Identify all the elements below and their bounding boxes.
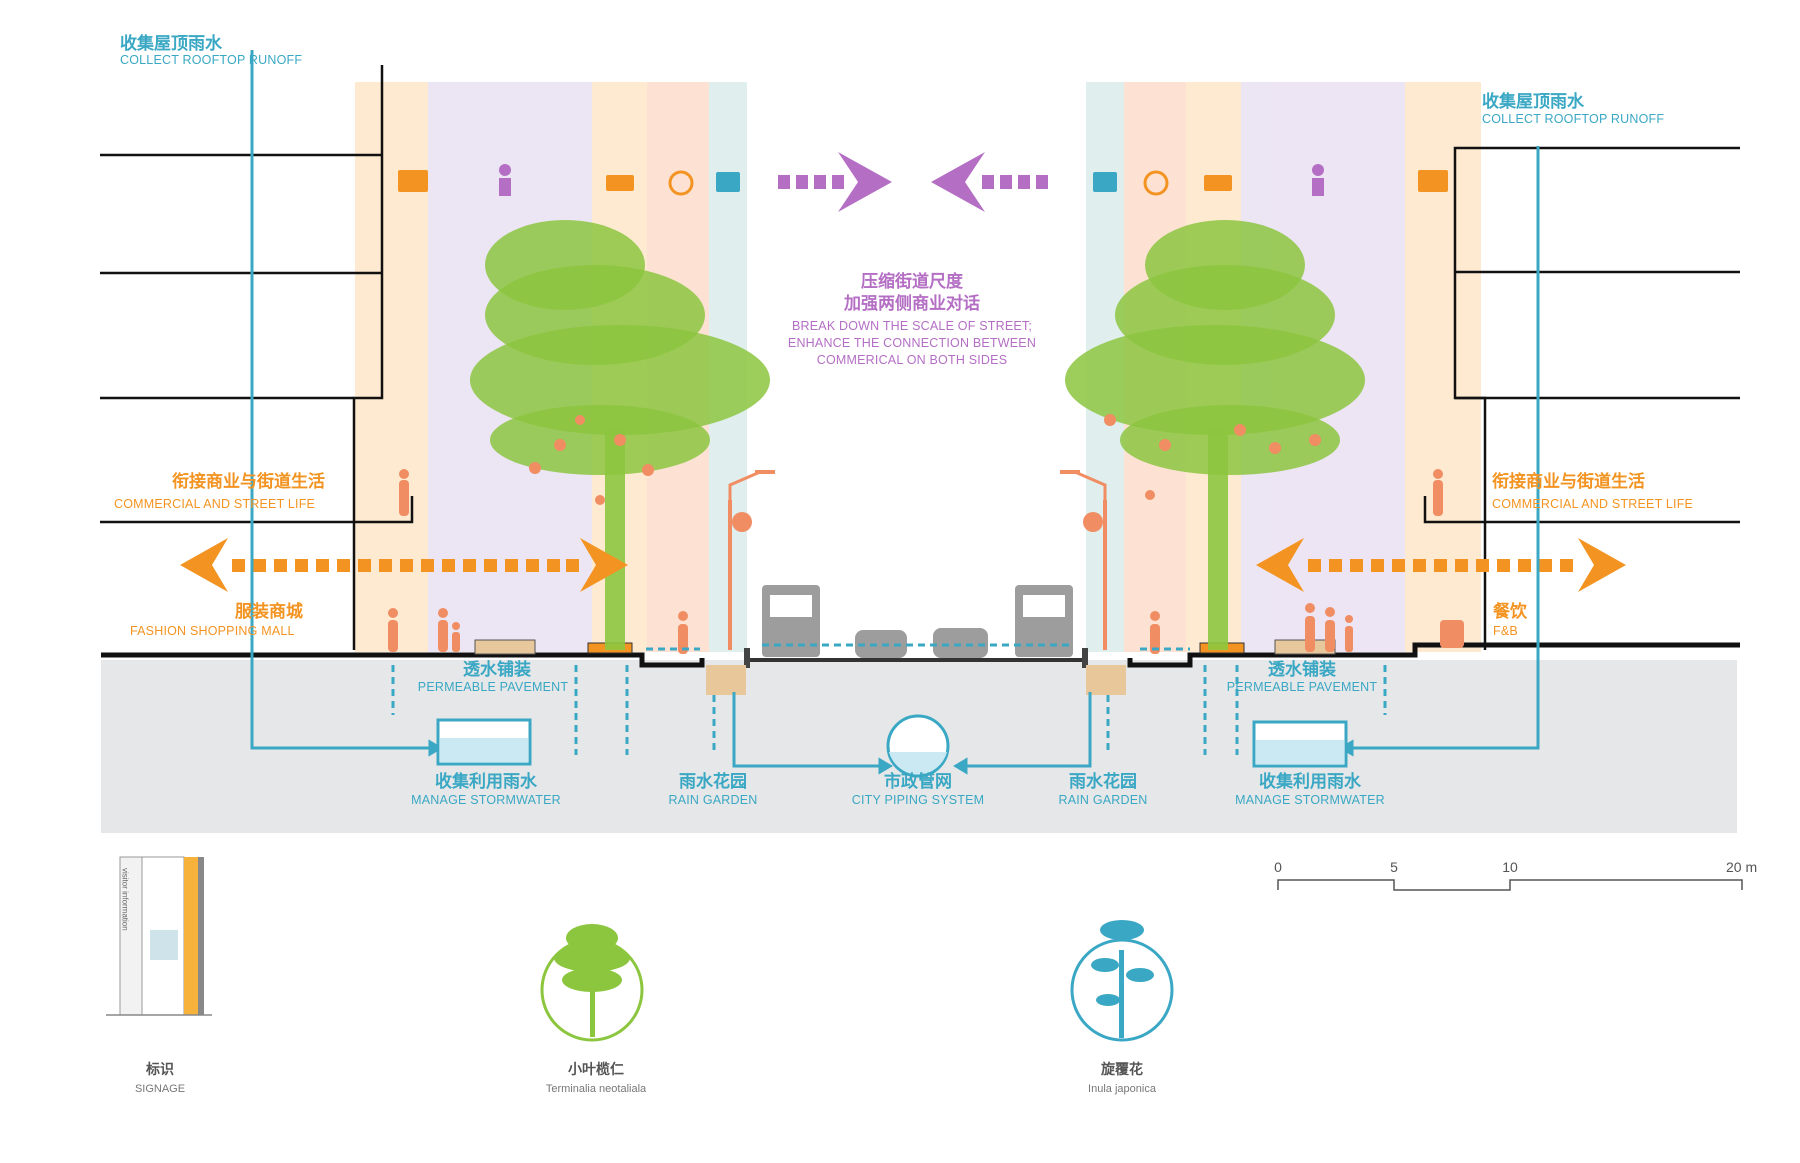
- purple-arrows: [778, 152, 1048, 212]
- storm-right-en: MANAGE STORMWATER: [1235, 793, 1385, 807]
- scale-tick-10: 10: [1502, 859, 1518, 875]
- center-cn-2: 加强两侧商业对话: [844, 294, 980, 314]
- rain-left-cn: 雨水花园: [679, 772, 747, 792]
- legend-tree-en: Terminalia neotaliala: [545, 1083, 647, 1095]
- rain-right-en: RAIN GARDEN: [1058, 793, 1148, 807]
- rain-garden-pit-right: [1086, 665, 1126, 695]
- rain-right-cn: 雨水花园: [1069, 772, 1137, 792]
- pedestrians: [388, 469, 1464, 654]
- storm-left-en: MANAGE STORMWATER: [411, 793, 561, 807]
- fnb-cn: 餐饮: [1493, 602, 1527, 622]
- fashion-cn: 服装商城: [235, 602, 303, 622]
- commercial-left-en: COMMERCIAL AND STREET LIFE: [114, 497, 316, 511]
- planter-left-1: [474, 639, 536, 655]
- rain-garden-pit-left: [706, 665, 746, 695]
- legend-flower-cn: 旋覆花: [1101, 1062, 1143, 1078]
- city-pipe: [886, 714, 950, 778]
- tree-fruits: [529, 414, 1321, 505]
- commercial-right-en: COMMERCIAL AND STREET LIFE: [1492, 497, 1694, 511]
- zone-icons: [398, 164, 1448, 196]
- tree-icon: [540, 924, 644, 1042]
- commercial-left-cn: 衔接商业与街道生活: [172, 472, 325, 492]
- storm-tank-right: [1252, 720, 1348, 768]
- ground-surface: [101, 642, 1740, 668]
- street-lamp-right: [1060, 470, 1107, 650]
- scale-tick-5: 5: [1390, 859, 1398, 875]
- commercial-right-cn: 衔接商业与街道生活: [1492, 472, 1645, 492]
- storm-left-cn: 收集利用雨水: [435, 772, 537, 792]
- curb-left: [744, 648, 750, 668]
- street-lamp-left: [728, 470, 775, 650]
- roof-right-cn: 收集屋顶雨水: [1482, 92, 1584, 112]
- signage-vertical-text: visitor information: [120, 868, 130, 931]
- storm-tank-left: [436, 718, 532, 766]
- infiltration-arrows: [391, 643, 1387, 755]
- scale-bar: [1277, 879, 1743, 891]
- pave-right-cn: 透水铺装: [1268, 660, 1336, 680]
- roof-right-en: COLLECT ROOFTOP RUNOFF: [1482, 112, 1665, 126]
- center-en-3: COMMERICAL ON BOTH SIDES: [816, 353, 1008, 367]
- legend-flower-en: Inula japonica: [1088, 1083, 1156, 1095]
- center-cn-1: 压缩街道尺度: [861, 272, 963, 292]
- legend-tree-cn: 小叶榄仁: [568, 1062, 624, 1078]
- flower-icon: [1070, 920, 1174, 1042]
- city-en: CITY PIPING SYSTEM: [851, 793, 985, 807]
- roof-left-en: COLLECT ROOFTOP RUNOFF: [120, 53, 303, 67]
- city-cn: 市政管网: [884, 772, 952, 792]
- legend-signage-cn: 标识: [146, 1062, 174, 1078]
- pave-right-en: PERMEABLE PAVEMENT: [1226, 680, 1378, 694]
- signage-icon: [106, 856, 212, 1016]
- fashion-en: FASHION SHOPPING MALL: [130, 624, 295, 638]
- center-en-2: ENHANCE THE CONNECTION BETWEEN: [787, 336, 1037, 350]
- scale-tick-0: 0: [1274, 859, 1282, 875]
- scale-tick-20: 20 m: [1726, 859, 1758, 875]
- roof-left-cn: 收集屋顶雨水: [120, 34, 222, 54]
- building-left: [100, 65, 414, 650]
- orange-arrow-left: [180, 538, 628, 592]
- legend-signage-en: SIGNAGE: [134, 1083, 186, 1095]
- street-tree-right: [1065, 220, 1365, 650]
- vehicles: [762, 585, 1073, 658]
- fnb-en: F&B: [1493, 624, 1518, 638]
- center-en-1: BREAK DOWN THE SCALE OF STREET;: [791, 319, 1033, 333]
- curb-right: [1082, 648, 1088, 668]
- orange-arrow-right: [1256, 538, 1626, 592]
- pave-left-en: PERMEABLE PAVEMENT: [417, 680, 569, 694]
- building-right: [1423, 146, 1740, 650]
- rain-left-en: RAIN GARDEN: [668, 793, 758, 807]
- street-tree-left: [470, 220, 770, 650]
- storm-right-cn: 收集利用雨水: [1259, 772, 1361, 792]
- pave-left-cn: 透水铺装: [463, 660, 531, 680]
